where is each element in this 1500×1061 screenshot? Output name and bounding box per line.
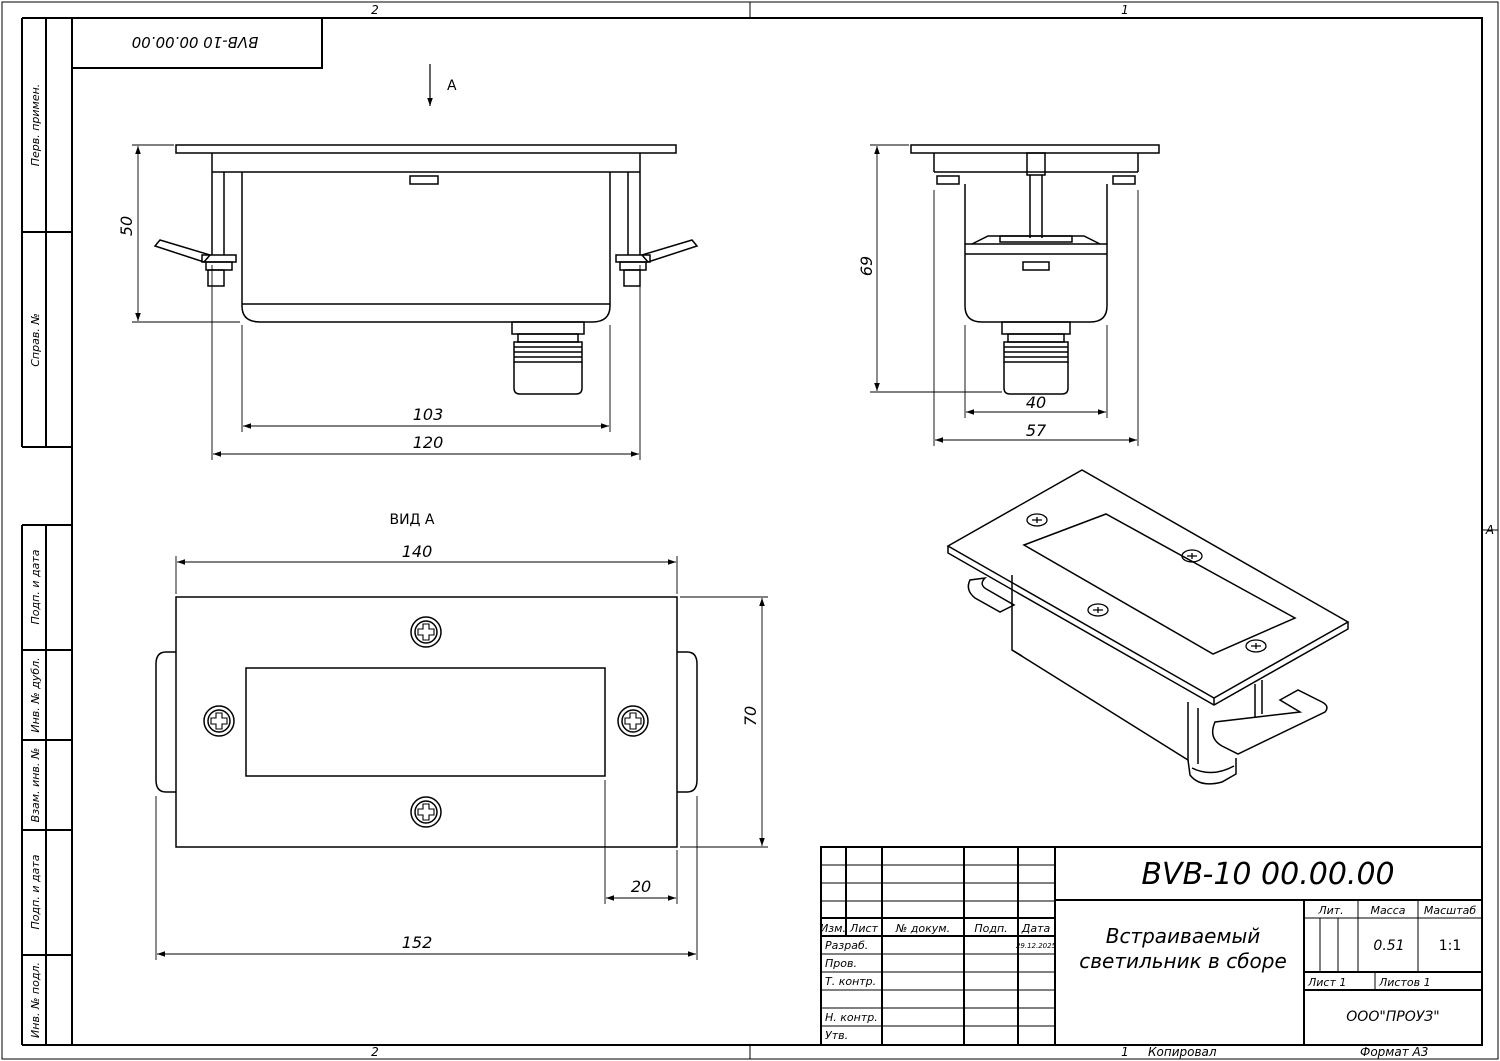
side-field-sign-date-1: Подп. и дата xyxy=(29,549,42,624)
column-change: Изм. xyxy=(820,922,846,935)
isometric-view xyxy=(946,469,1350,785)
lit-label: Лит. xyxy=(1317,904,1343,917)
mass-label: Масса xyxy=(1370,904,1405,917)
dimension-plan-height: 70 xyxy=(741,706,760,726)
zone-number-bottom-right: 1 xyxy=(1121,1045,1129,1059)
dimension-plan-offset: 20 xyxy=(631,877,651,896)
screw-icon xyxy=(617,705,649,737)
copied-by-label: Копировал xyxy=(1148,1045,1217,1059)
view-a-title: ВИД А xyxy=(389,512,434,528)
row-checked: Пров. xyxy=(825,957,857,970)
side-field-sign-date-2: Подп. и дата xyxy=(29,854,42,929)
side-field-first-use: Перв. примен. xyxy=(29,84,42,167)
side-field-reference: Справ. № xyxy=(29,313,42,367)
title-designation: BVB-10 00.00.00 xyxy=(1141,857,1394,892)
front-view-dimensions xyxy=(132,144,641,460)
side-field-replace-inv: Взам. инв. № xyxy=(29,748,42,823)
side-view-dimensions xyxy=(870,144,1139,446)
row-developed: Разраб. xyxy=(825,939,868,952)
product-name-line-2: светильник в сборе xyxy=(1079,949,1287,973)
view-arrow-label: А xyxy=(447,78,457,94)
row-approved: Утв. xyxy=(825,1029,848,1042)
format-label: Формат А3 xyxy=(1360,1045,1428,1059)
side-view xyxy=(910,144,1160,395)
mass-value: 0.51 xyxy=(1373,938,1404,954)
column-date: Дата xyxy=(1021,922,1051,935)
side-field-duplicate-inv: Инв. № дубл. xyxy=(29,657,42,732)
zone-number-bottom-left: 2 xyxy=(371,1045,379,1059)
row-norm-control: Н. контр. xyxy=(825,1011,878,1024)
dimension-front-height: 50 xyxy=(117,216,136,236)
scale-label: Масштаб xyxy=(1424,904,1476,917)
screw-icon xyxy=(1087,603,1109,617)
row-tech-control: Т. контр. xyxy=(825,975,876,988)
company-name: ООО"ПРОУЗ" xyxy=(1346,1009,1439,1025)
stamp-code-rotated: BVB-10 00.00.00 xyxy=(132,33,259,51)
screw-icon xyxy=(410,616,442,648)
column-signature: Подп. xyxy=(974,922,1007,935)
column-document: № докум. xyxy=(895,922,950,935)
column-sheet: Лист xyxy=(849,922,878,935)
dimension-side-height: 69 xyxy=(857,256,876,276)
dimension-plan-total-width: 152 xyxy=(402,933,433,952)
screw-icon xyxy=(1245,639,1267,653)
plan-view xyxy=(155,596,698,848)
screw-icon xyxy=(410,796,442,828)
screw-icon xyxy=(203,705,235,737)
sheet-label: Лист 1 xyxy=(1307,976,1346,989)
side-field-original-inv: Инв. № подл. xyxy=(29,962,42,1038)
title-block xyxy=(820,846,1483,1046)
dimension-plan-width: 140 xyxy=(402,542,433,561)
plan-view-dimensions xyxy=(155,556,768,960)
date-value: 29.12.2025 xyxy=(1016,942,1057,950)
scale-value: 1:1 xyxy=(1439,938,1462,954)
sheets-label: Листов 1 xyxy=(1378,976,1431,989)
screw-icon xyxy=(1181,549,1203,563)
dimension-side-width: 57 xyxy=(1026,421,1047,440)
product-name-line-1: Встраиваемый xyxy=(1106,924,1261,948)
dimension-front-width: 120 xyxy=(413,433,444,452)
zone-letter-right: A xyxy=(1485,523,1494,537)
screw-icon xyxy=(1026,513,1048,527)
zone-number-top-left: 2 xyxy=(371,3,379,17)
dimension-side-inner-width: 40 xyxy=(1026,393,1046,412)
front-view xyxy=(153,144,699,395)
zone-number-top-right: 1 xyxy=(1121,3,1129,17)
dimension-front-inner-width: 103 xyxy=(413,405,444,424)
